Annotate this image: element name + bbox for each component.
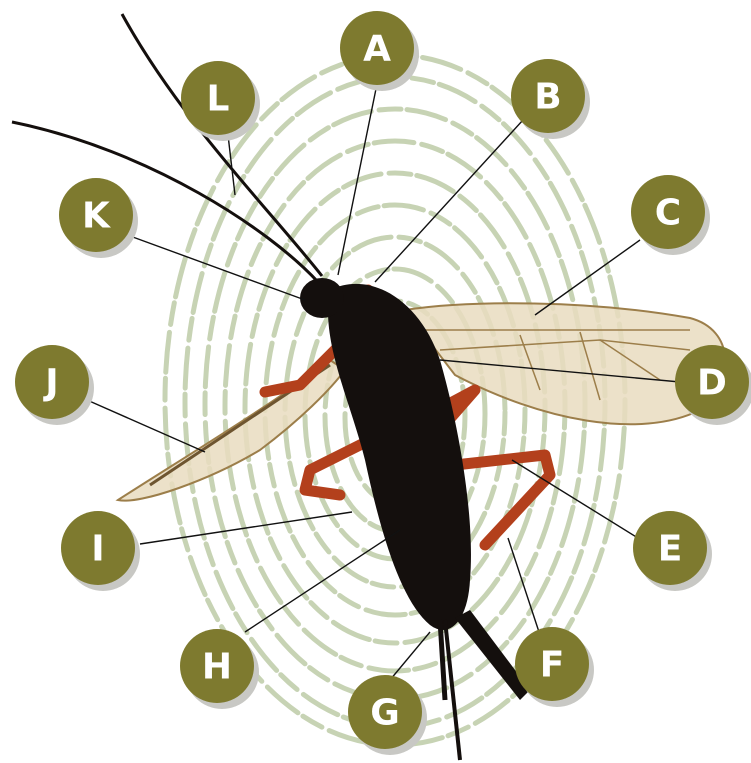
- marker-letter: A: [363, 29, 391, 70]
- marker-letter: K: [82, 196, 111, 237]
- marker-letter: H: [202, 647, 232, 688]
- marker-letter: G: [370, 693, 400, 734]
- marker-letter: L: [207, 79, 230, 120]
- mid-leg-2: [305, 440, 370, 495]
- wasp-head: [300, 278, 344, 318]
- marker-c: C: [631, 175, 710, 255]
- leader-line-c: [535, 240, 640, 315]
- marker-a: A: [340, 11, 419, 91]
- marker-j: J: [15, 345, 94, 425]
- marker-letter: D: [697, 363, 727, 404]
- marker-b: B: [511, 59, 590, 139]
- leader-line-g: [390, 632, 430, 680]
- marker-letter: J: [42, 363, 58, 404]
- marker-f: F: [515, 627, 594, 707]
- marker-letter: E: [658, 529, 683, 570]
- marker-letter: I: [91, 529, 104, 570]
- marker-h: H: [180, 629, 259, 709]
- marker-letter: F: [540, 645, 565, 686]
- marker-letter: C: [655, 193, 681, 234]
- marker-k: K: [59, 178, 138, 258]
- marker-e: E: [633, 511, 712, 591]
- antenna-left: [12, 122, 318, 282]
- marker-i: I: [61, 511, 140, 591]
- marker-l: L: [181, 61, 260, 141]
- marker-letter: B: [534, 77, 561, 118]
